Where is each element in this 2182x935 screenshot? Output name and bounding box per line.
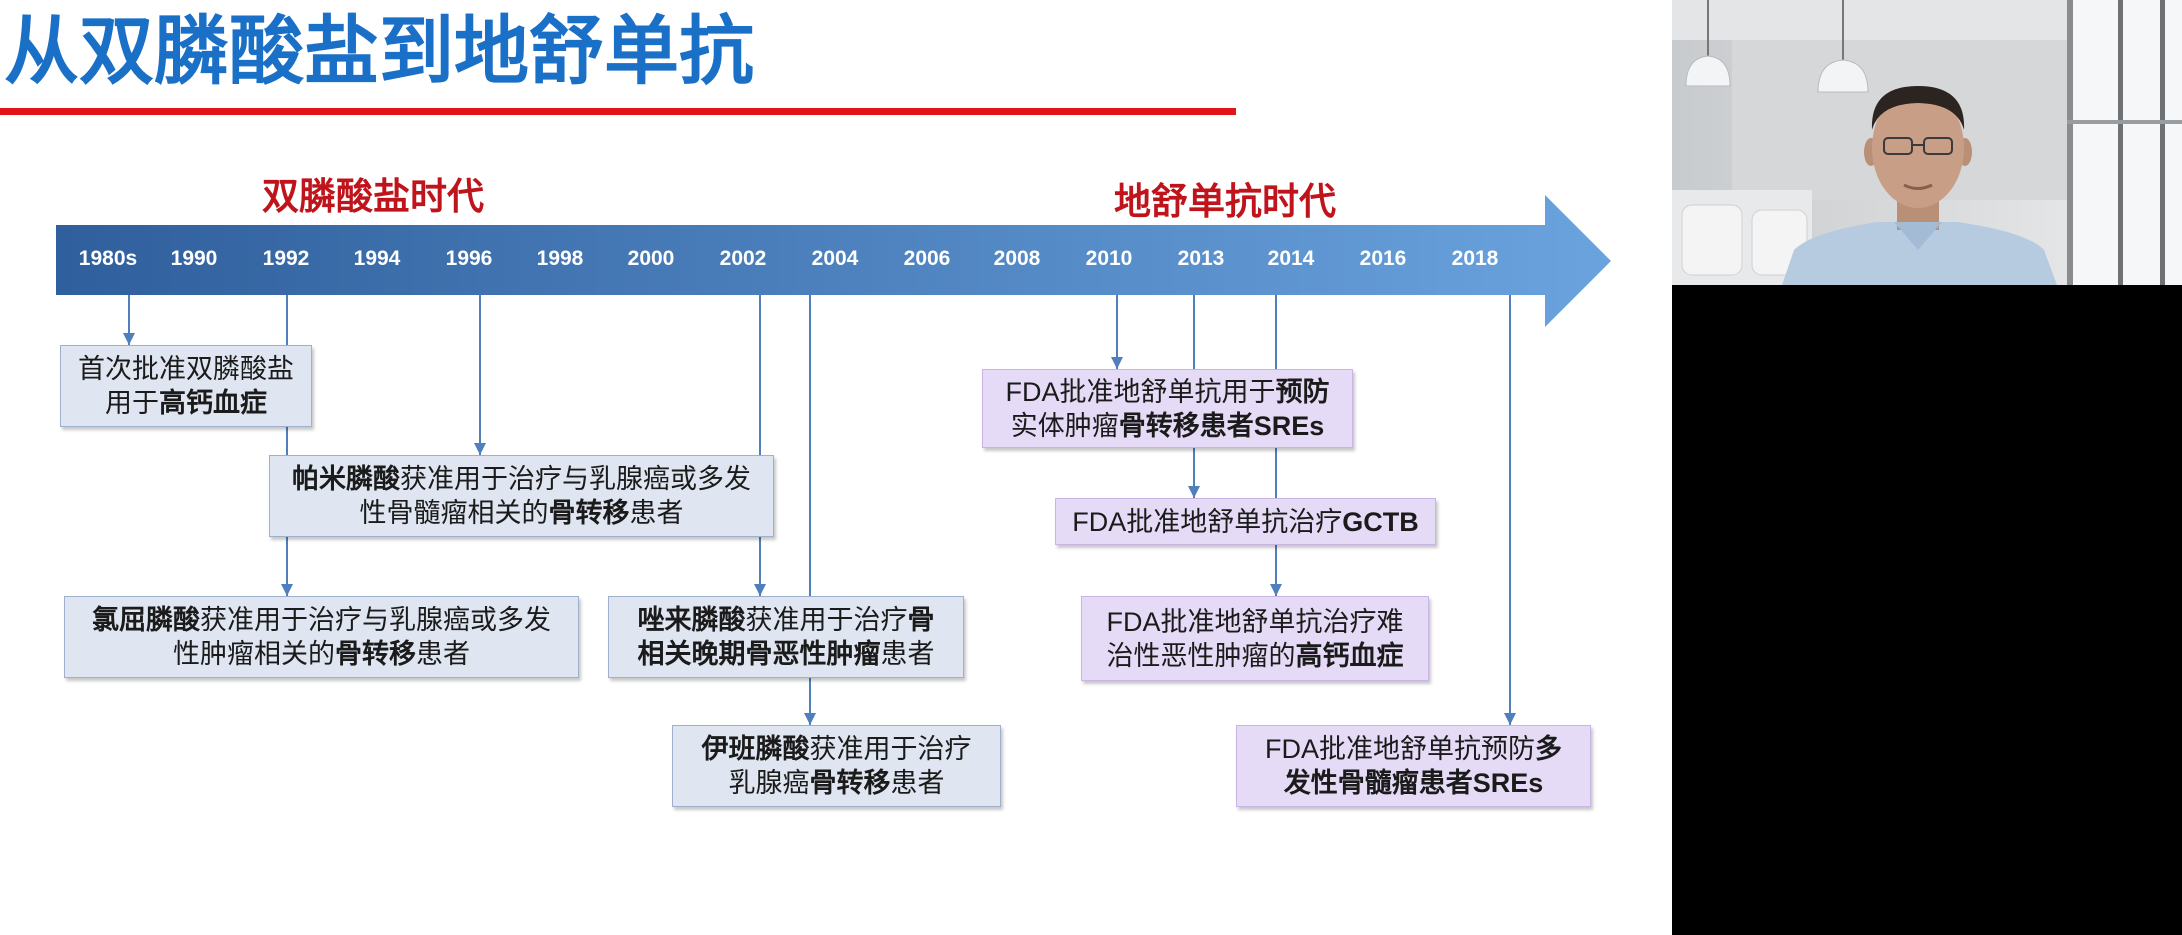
event-line: FDA批准地舒单抗治疗难 [1107,605,1404,639]
timeline-year: 2000 [627,247,675,270]
event-box-ibandronate: 伊班膦酸获准用于治疗 乳腺癌骨转移患者 [672,725,1001,807]
event-text: 发性骨髓瘤患者SREs [1283,768,1544,798]
event-text: 患者 [416,639,470,669]
event-box-denosumab-gctb: FDA批准地舒单抗治疗GCTB [1055,498,1436,545]
timeline-year: 2018 [1451,247,1499,270]
timeline-year: 1992 [262,247,310,270]
event-text: 治性恶性肿瘤的 [1106,640,1296,671]
event-text: FDA批准地舒单抗预防 [1265,734,1535,764]
event-text: 唑来膦酸 [637,605,746,635]
event-box-pamidronate: 帕米膦酸获准用于治疗与乳腺癌或多发 性骨髓瘤相关的骨转移患者 [269,455,774,537]
title-underline [0,108,1236,115]
event-line: 帕米膦酸获准用于治疗与乳腺癌或多发 [292,462,751,496]
event-line: 性骨髓瘤相关的骨转移患者 [360,496,684,530]
event-text: 性骨髓瘤相关的 [359,498,549,528]
event-line: 发性骨髓瘤患者SREs [1284,766,1544,800]
event-text: 患者 [629,498,684,528]
event-text: 骨转移 [335,639,416,669]
event-text: 多 [1535,734,1562,764]
event-line: FDA批准地舒单抗用于预防 [1006,375,1330,409]
event-line: 氯屈膦酸获准用于治疗与乳腺癌或多发 [92,603,551,637]
event-text: 实体肿瘤 [1010,410,1119,441]
event-text: 预防 [1275,376,1330,407]
event-text: 用于 [105,388,159,418]
timeline-year: 1990 [170,247,218,270]
event-text: GCTB [1342,506,1419,537]
timeline-year: 1996 [445,247,493,270]
empty-video-area [1672,285,2182,935]
event-line: 伊班膦酸获准用于治疗 [702,732,972,766]
timeline-year: 2010 [1085,247,1133,270]
event-text: 骨转移 [809,768,891,798]
event-text: 伊班膦酸 [701,734,810,764]
event-box-denosumab-sre-prevention: FDA批准地舒单抗用于预防 实体肿瘤骨转移患者SREs [982,369,1353,448]
timeline-year: 2008 [993,247,1041,270]
event-text: 性肿瘤相关的 [173,639,335,669]
event-text: 骨转移患者SREs [1118,410,1325,441]
event-text: 获准用于治疗 [745,605,908,635]
event-line: 乳腺癌骨转移患者 [729,766,945,800]
window [2067,0,2182,285]
event-box-denosumab-hypercalcemia: FDA批准地舒单抗治疗难 治性恶性肿瘤的高钙血症 [1081,596,1429,681]
event-text: 氯屈膦酸 [92,605,200,635]
era-label-bisphosphonate: 双膦酸盐时代 [262,175,484,218]
timeline-year: 2013 [1177,247,1225,270]
event-text: 患者 [890,768,945,798]
timeline-year: 2002 [719,247,767,270]
presentation-slide: 从双膦酸盐到地舒单抗 双膦酸盐时代 地舒单抗时代 1980s 199 [0,0,1672,935]
timeline-arrow [56,195,1611,327]
webcam-image [1672,0,2182,285]
timeline-year: 1998 [536,247,584,270]
event-line: 用于高钙血症 [105,386,267,420]
event-line: FDA批准地舒单抗治疗GCTB [1072,505,1419,539]
event-text: 骨 [907,605,935,635]
event-text: FDA批准地舒单抗治疗 [1072,506,1343,537]
event-box-first-bisphosphonate: 首次批准双膦酸盐 用于高钙血症 [60,345,312,427]
event-line: 首次批准双膦酸盐 [78,352,294,386]
event-text: 骨转移 [548,498,630,528]
timeline-year: 1980s [78,247,138,270]
slide-title: 从双膦酸盐到地舒单抗 [4,7,755,95]
event-line: 相关晚期骨恶性肿瘤患者 [638,637,935,671]
event-line: 治性恶性肿瘤的高钙血症 [1107,639,1404,673]
timeline-year: 2014 [1267,247,1315,270]
event-line: 性肿瘤相关的骨转移患者 [173,637,470,671]
event-text: FDA批准地舒单抗治疗难 [1106,606,1404,637]
event-box-denosumab-myeloma: FDA批准地舒单抗预防多 发性骨髓瘤患者SREs [1236,725,1591,807]
event-line: 唑来膦酸获准用于治疗骨 [638,603,935,637]
event-text: 高钙血症 [1295,640,1404,671]
event-text: 患者 [880,639,935,669]
event-box-clodronate: 氯屈膦酸获准用于治疗与乳腺癌或多发 性肿瘤相关的骨转移患者 [64,596,579,678]
event-text: 首次批准双膦酸盐 [78,354,294,384]
pendant-lamp [1817,0,1869,93]
presenter [1782,86,2057,285]
timeline-year: 2004 [811,247,859,270]
timeline-year: 2006 [903,247,951,270]
era-label-denosumab: 地舒单抗时代 [1114,180,1336,223]
event-line: FDA批准地舒单抗预防多 [1265,732,1562,766]
pendant-lamp [1685,0,1731,87]
event-text: 高钙血症 [159,388,267,418]
event-text: 获准用于治疗与乳腺癌或多发 [200,605,551,635]
event-text: 获准用于治疗 [809,734,972,764]
timeline-year: 1994 [353,247,401,270]
event-line: 实体肿瘤骨转移患者SREs [1011,409,1325,443]
presenter-webcam-feed[interactable] [1672,0,2182,285]
event-text: 帕米膦酸 [292,464,400,494]
event-text: 获准用于治疗与乳腺癌或多发 [400,464,751,494]
event-text: FDA批准地舒单抗用于 [1005,376,1276,407]
event-text: 乳腺癌 [728,768,810,798]
timeline-year: 2016 [1359,247,1407,270]
event-text: 相关晚期骨恶性肿瘤 [637,639,881,669]
event-box-zoledronate: 唑来膦酸获准用于治疗骨 相关晚期骨恶性肿瘤患者 [608,596,964,678]
